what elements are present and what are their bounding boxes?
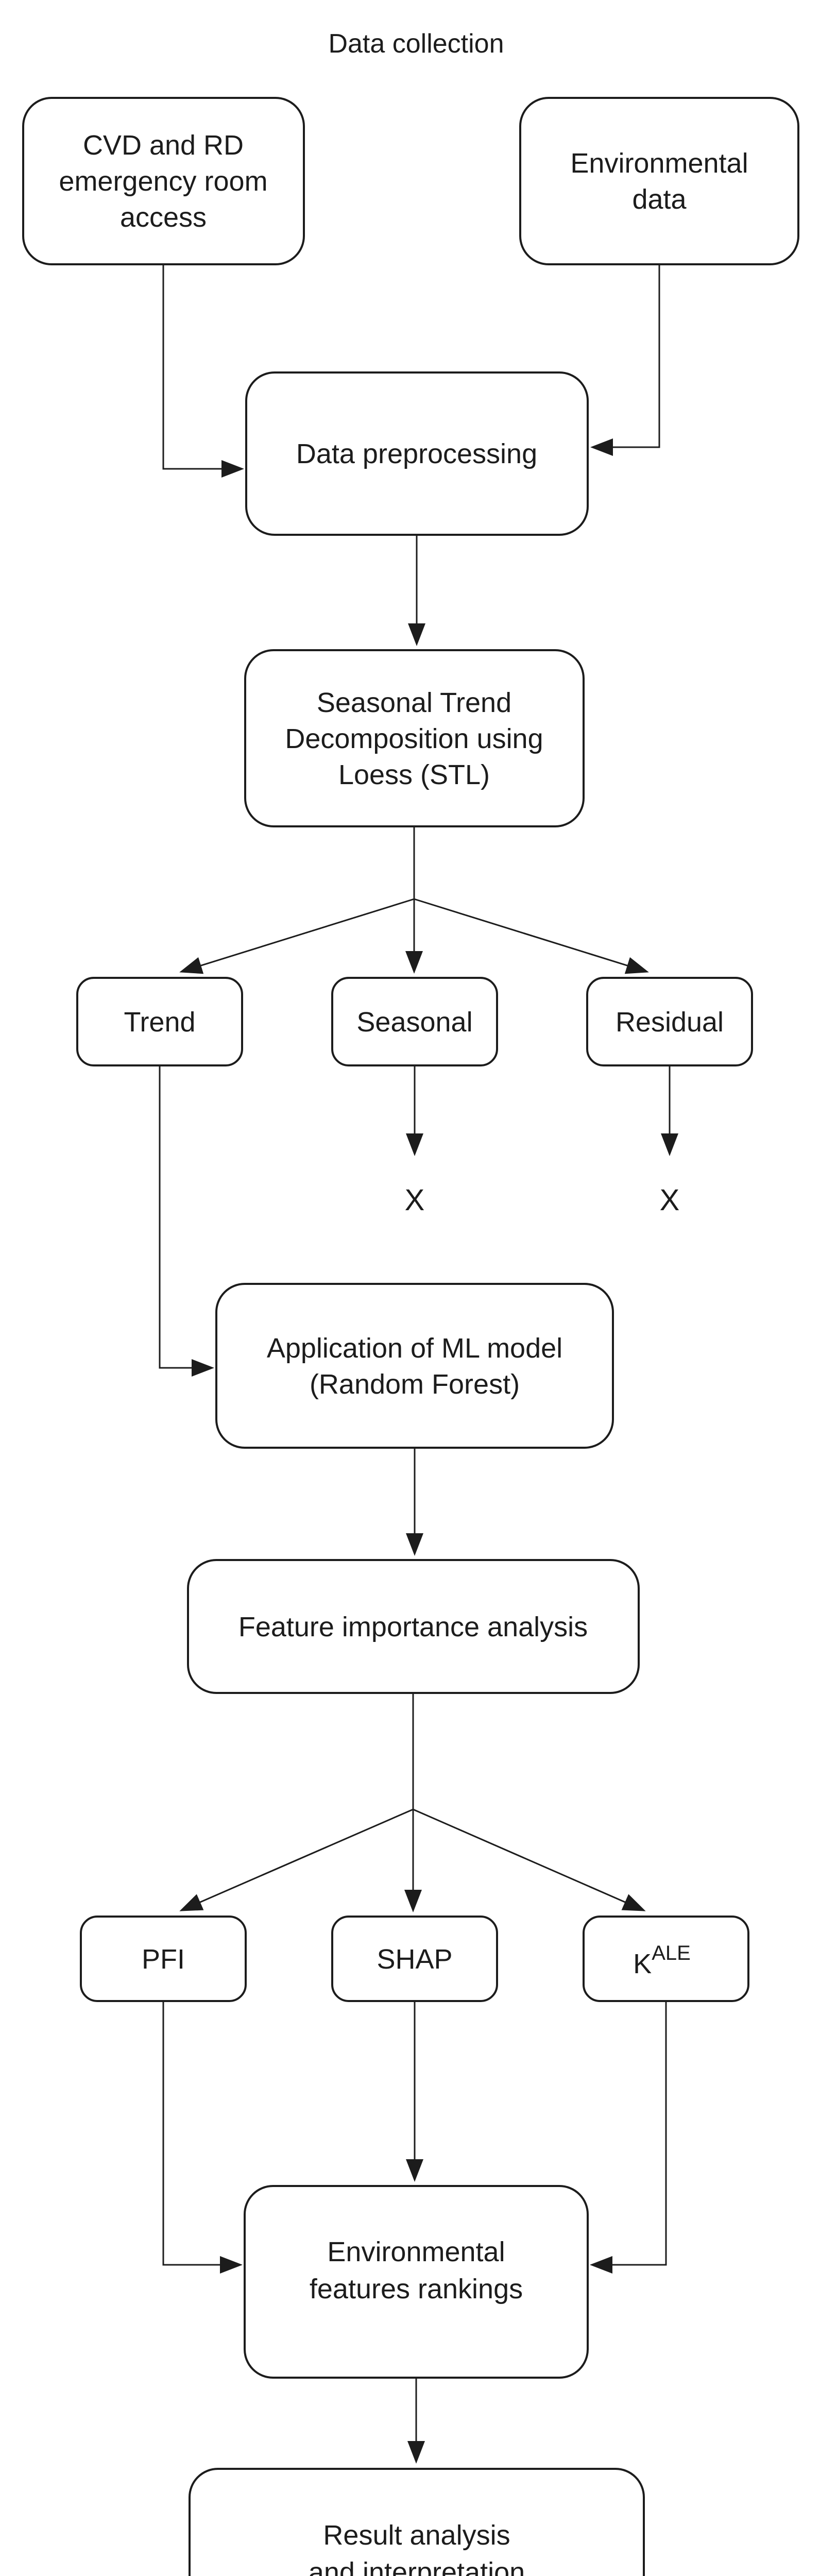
node-feature-importance-label: Feature importance analysis [238,1612,588,1642]
seasonal-discard-x: X [405,1183,425,1217]
node-shap-label: SHAP [377,1944,452,1975]
node-ml-model-box [215,1283,614,1449]
kale-base-text: K [633,1948,652,1979]
residual-discard-x: X [660,1183,680,1217]
arrow-stl-to-residual [414,898,649,974]
arrow-to-kale [413,1808,646,1911]
arrow-trend-to-ml-model [159,1065,214,1377]
node-stl-label-line2: Decomposition using [285,723,543,754]
arrow-kale-to-rankings [590,2001,667,2274]
node-ml-model-label-line2: (Random Forest) [310,1369,520,1400]
node-pfi-label: PFI [142,1944,185,1975]
node-data-preprocessing-label: Data preprocessing [296,438,537,469]
node-residual-label: Residual [616,1007,724,1038]
arrow-cvd-to-preprocessing [162,264,244,478]
arrow-stl-to-trend [179,898,415,974]
node-cvd-rd-label-line1: CVD and RD [83,130,244,161]
arrow-environmental-to-preprocessing [590,264,660,456]
node-kale-label: KALE [633,1942,691,1979]
node-rankings-label-line1: Environmental [327,2236,505,2267]
page-title: Data collection [328,29,504,59]
node-environmental-data-label-line1: Environmental [570,148,748,179]
node-stl-label-line1: Seasonal Trend [317,687,511,718]
kale-superscript-text: ALE [652,1942,691,1964]
node-cvd-rd-label-line2: emergency room [59,166,267,197]
node-seasonal-label: Seasonal [356,1007,472,1038]
node-environmental-data-box [519,97,799,265]
node-ml-model-label-line1: Application of ML model [267,1333,562,1364]
node-trend-label: Trend [124,1007,195,1038]
arrow-to-pfi [179,1808,414,1911]
node-stl-label-line3: Loess (STL) [338,759,490,790]
node-result-label-line2: and interpretation [309,2557,525,2576]
node-rankings-label-line2: features rankings [310,2274,523,2304]
node-cvd-rd-label-line3: access [120,202,207,233]
node-result-label-line1: Result analysis [323,2520,510,2551]
arrow-pfi-to-rankings [162,2001,243,2274]
node-result-box [189,2468,645,2576]
node-environmental-data-label-line2: data [632,184,687,215]
